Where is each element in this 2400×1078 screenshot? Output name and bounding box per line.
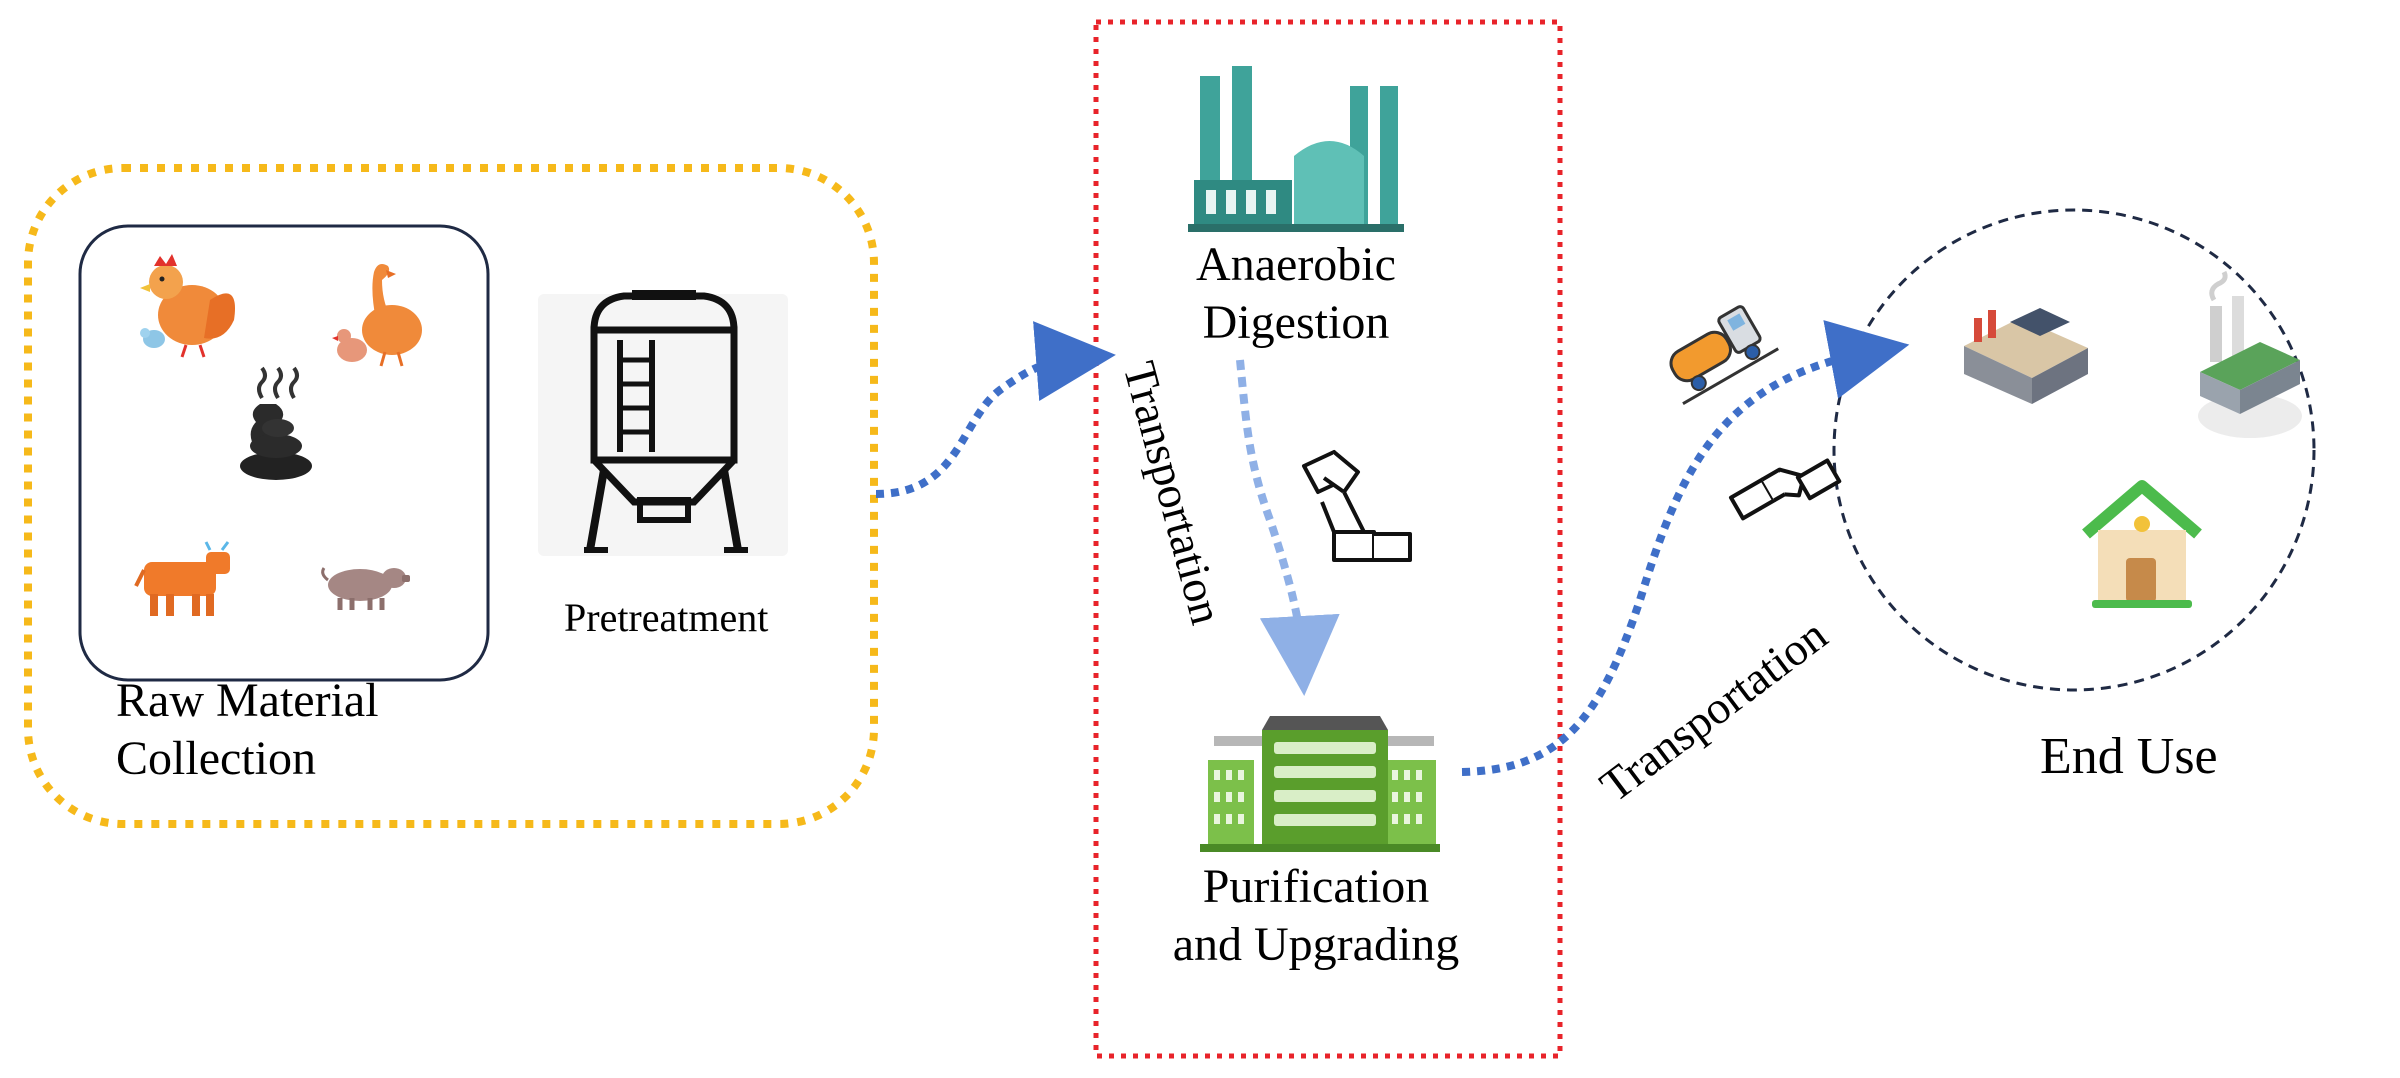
flow-arrow-to-end-use (1461, 320, 1910, 776)
raw-material-label: Raw Material Collection (116, 672, 379, 787)
raw-material-group-frame (24, 164, 878, 828)
tanker-truck-icon (1669, 305, 1779, 406)
anaerobic-label-line1: Anaerobic (1196, 238, 1396, 291)
anaerobic-label: Anaerobic Digestion (1166, 236, 1426, 351)
pretreatment-label-text: Pretreatment (564, 595, 769, 640)
anaerobic-label-line2: Digestion (1202, 295, 1390, 349)
raw-material-label-line1: Raw Material (116, 674, 379, 727)
goose-icon (332, 264, 422, 367)
power-plant-icon (2198, 270, 2302, 438)
purification-label: Purification and Upgrading (1136, 858, 1496, 973)
house-icon (2082, 480, 2202, 608)
purification-label-line2: and Upgrading (1172, 917, 1460, 971)
manure-icon (240, 366, 312, 480)
pipe-icon-right (1728, 458, 1842, 521)
pipe-icon (1302, 450, 1412, 562)
raw-material-label-line2: Collection (116, 731, 316, 785)
end-use-label-text: End Use (2040, 728, 2218, 785)
purification-plant-icon (1200, 716, 1440, 852)
pretreatment-label: Pretreatment (564, 594, 768, 642)
chicken-icon (140, 254, 235, 358)
end-use-label: End Use (2040, 726, 2218, 788)
pig-icon (321, 567, 410, 610)
end-use-group-frame (1832, 208, 2316, 692)
digestion-group-frame (1093, 19, 1563, 1059)
cow-icon (134, 541, 230, 616)
flow-arrow-to-digestion (875, 321, 1116, 498)
digester-plant-icon (1188, 66, 1404, 232)
factory-icon (1964, 308, 2088, 404)
purification-label-line1: Purification (1202, 860, 1430, 913)
silo-icon (538, 290, 788, 556)
flow-arrow-digestion-to-purification (1236, 359, 1340, 696)
